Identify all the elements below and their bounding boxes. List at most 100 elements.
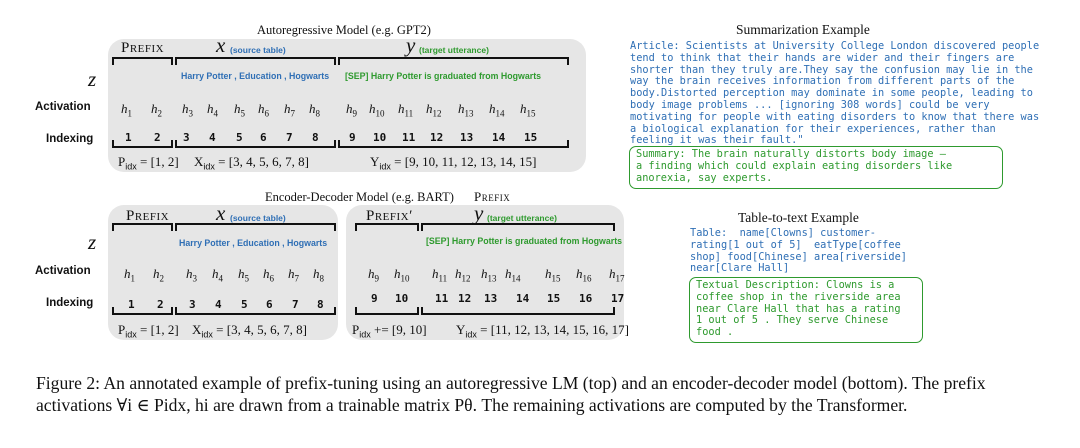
top-y-symbol: y [406, 33, 416, 57]
index-10: 10 [373, 131, 387, 144]
top-y-idx: Yidx = [9, 10, 11, 12, 13, 14, 15] [370, 154, 537, 172]
index-1: 1 [125, 131, 132, 144]
top-prefix-label: Prefix [121, 40, 165, 56]
bottom-indexing-label: Indexing [46, 297, 94, 309]
activation-10: h10 [394, 266, 410, 284]
summarization-title: Summarization Example [736, 22, 870, 37]
figure-caption: Figure 2: An annotated example of prefix… [36, 373, 986, 415]
activation-8: h8 [313, 266, 324, 284]
dec-y-label: (target utterance) [487, 213, 557, 223]
activation-12: h12 [426, 101, 442, 119]
activation-1: h1 [124, 266, 135, 284]
encoder-decoder-title: Encoder-Decoder Model (e.g. BART) [265, 190, 454, 204]
index-12: 12 [430, 131, 444, 144]
activation-15: h15 [545, 266, 561, 284]
summarization-summary: Summary: The brain naturally distorts bo… [636, 148, 953, 184]
table2text-description: Textual Description: Clowns is a coffee … [696, 279, 901, 339]
index-3: 3 [183, 131, 190, 144]
activation-4: h4 [207, 101, 218, 119]
activation-7: h7 [284, 101, 295, 119]
activation-9: h9 [346, 101, 357, 119]
bottom-source-text: Harry Potter , Education , Hogwarts [179, 238, 328, 248]
activation-2: h2 [151, 101, 162, 119]
dec-prefix-label: Prefix′ [366, 208, 413, 224]
table2text-title: Table-to-text Example [738, 210, 859, 225]
top-source-text: Harry Potter , Education , Hogwarts [181, 71, 330, 81]
activation-14: h14 [489, 101, 505, 119]
activation-10: h10 [369, 101, 385, 119]
activation-4: h4 [212, 266, 223, 284]
top-target-text: [SEP] Harry Potter is graduated from Hog… [345, 71, 542, 81]
index-11: 11 [435, 292, 449, 305]
index-6: 6 [260, 131, 267, 144]
index-4: 4 [215, 298, 222, 311]
top-x-idx: Xidx = [3, 4, 5, 6, 7, 8] [194, 154, 309, 172]
activation-9: h9 [368, 266, 379, 284]
dec-y-symbol: y [474, 201, 484, 225]
index-13: 13 [460, 131, 474, 144]
activation-14: h14 [505, 266, 521, 284]
activation-2: h2 [153, 266, 164, 284]
index-9: 9 [349, 131, 356, 144]
activation-3: h3 [186, 266, 197, 284]
enc-x-symbol: x [216, 201, 226, 225]
top-y-idx-value: = [9, 10, 11, 12, 13, 14, 15] [394, 154, 537, 169]
activation-8: h8 [309, 101, 320, 119]
dec-y-idx: Yidx = [11, 12, 13, 14, 15, 16, 17] [456, 322, 629, 340]
index-8: 8 [312, 131, 319, 144]
activation-11: h11 [398, 101, 414, 119]
activation-5: h5 [234, 101, 245, 119]
top-x-idx-value: = [3, 4, 5, 6, 7, 8] [218, 154, 309, 169]
activation-6: h6 [263, 266, 274, 284]
activation-11: h11 [432, 266, 448, 284]
activation-13: h13 [481, 266, 497, 284]
index-14: 14 [492, 131, 506, 144]
enc-p-idx: Pidx = [1, 2] [118, 322, 179, 340]
top-x-label: (source table) [230, 45, 286, 55]
bottom-z-symbol: z [88, 230, 97, 254]
activation-1: h1 [121, 101, 132, 119]
index-16: 16 [579, 292, 593, 305]
index-2: 2 [154, 131, 161, 144]
top-x-symbol: x [216, 33, 226, 57]
top-p-idx-value: = [1, 2] [140, 154, 179, 169]
index-5: 5 [241, 298, 248, 311]
description-box [689, 277, 923, 343]
index-3: 3 [189, 298, 196, 311]
index-2: 2 [157, 298, 164, 311]
activation-13: h13 [458, 101, 474, 119]
autoregressive-title: Autoregressive Model (e.g. GPT2) [257, 23, 431, 37]
table2text-table: Table: name[Clowns] customer- rating[1 o… [690, 227, 907, 275]
top-indexing-label: Indexing [46, 133, 94, 145]
index-13: 13 [484, 292, 498, 305]
index-6: 6 [266, 298, 273, 311]
top-activation-label: Activation [35, 101, 91, 113]
enc-p-idx-value: = [1, 2] [140, 322, 179, 337]
enc-prefix-label: Prefix [126, 208, 170, 224]
index-15: 15 [547, 292, 561, 305]
index-9: 9 [371, 292, 378, 305]
activation-7: h7 [288, 266, 299, 284]
index-5: 5 [236, 131, 243, 144]
index-4: 4 [209, 131, 216, 144]
activation-6: h6 [258, 101, 269, 119]
index-7: 7 [292, 298, 299, 311]
index-12: 12 [458, 292, 472, 305]
summary-box [629, 146, 1003, 189]
top-y-label: (target utterance) [419, 45, 489, 55]
dec-y-idx-value: = [11, 12, 13, 14, 15, 16, 17] [480, 322, 629, 337]
index-1: 1 [128, 298, 135, 311]
activation-5: h5 [238, 266, 249, 284]
activation-3: h3 [182, 101, 193, 119]
activation-16: h16 [576, 266, 592, 284]
index-15: 15 [524, 131, 538, 144]
enc-x-label: (source table) [230, 213, 286, 223]
index-11: 11 [402, 131, 416, 144]
enc-x-idx-value: = [3, 4, 5, 6, 7, 8] [216, 322, 307, 337]
activation-12: h12 [455, 266, 471, 284]
index-7: 7 [286, 131, 293, 144]
dec-p-idx: Pidx += [9, 10] [352, 322, 427, 340]
top-p-idx: Pidx = [1, 2] [118, 154, 179, 172]
top-z-symbol: z [88, 67, 97, 91]
activation-17: h17 [609, 266, 625, 284]
